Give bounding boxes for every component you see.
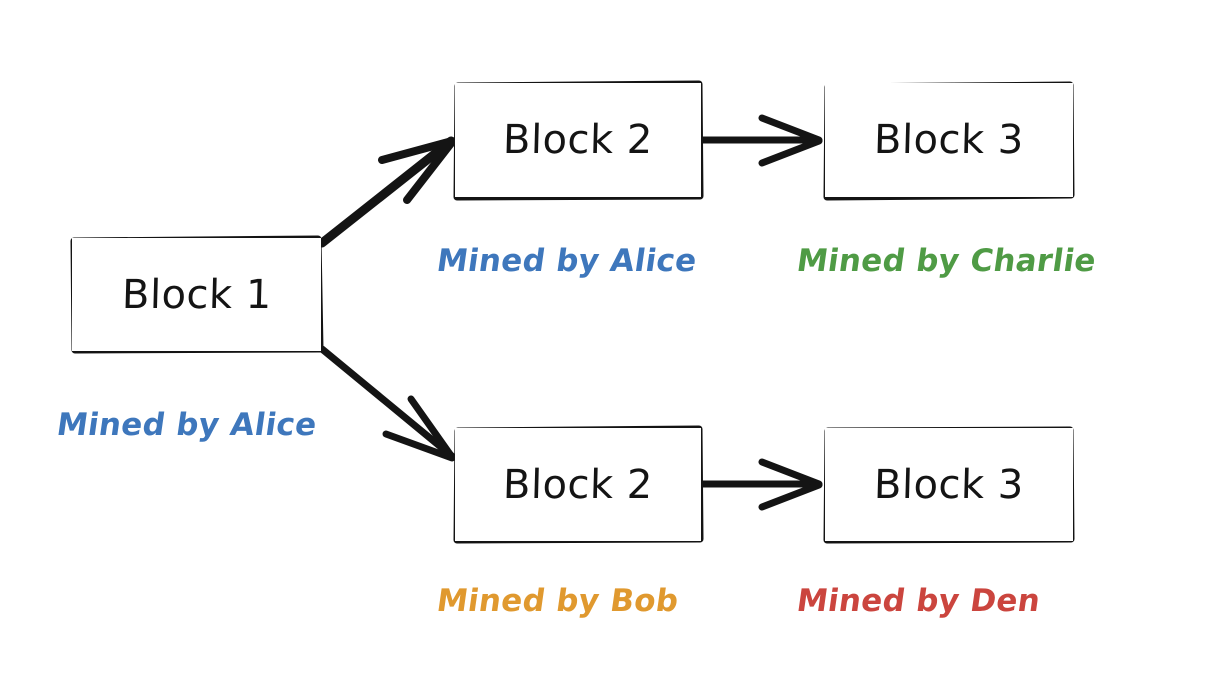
block1-label: Block 1 <box>120 271 273 318</box>
arrow-top-chain-head-upper <box>758 114 823 144</box>
block-node-block3-top[interactable]: Block 3 <box>825 83 1073 197</box>
miner-label-block2-top: Mined by Alice <box>434 243 700 279</box>
arrow-top-chain-head-lower <box>758 137 823 167</box>
arrow-fork-up-head-lower <box>403 138 456 204</box>
arrow-fork-up-head-upper <box>378 137 456 164</box>
arrow-fork-down-head-upper <box>407 395 456 461</box>
block-node-block3-bottom[interactable]: Block 3 <box>825 428 1073 541</box>
block2-bottom-label: Block 2 <box>502 461 654 508</box>
block-node-block2-bottom[interactable]: Block 2 <box>455 428 701 541</box>
arrow-bottom-chain-head-lower <box>758 481 823 511</box>
miner-label-block2-bottom: Mined by Bob <box>434 583 681 619</box>
block3-bottom-label: Block 3 <box>873 461 1025 508</box>
miner-label-block3-top: Mined by Charlie <box>794 243 1099 279</box>
block2-top-label: Block 2 <box>502 117 654 163</box>
arrow-fork-down-shaft <box>318 345 457 461</box>
arrow-fork-up-shaft <box>317 136 456 248</box>
arrow-bottom-chain-head-upper <box>758 458 823 488</box>
miner-label-block3-bottom: Mined by Den <box>794 583 1043 619</box>
block3-top-label: Block 3 <box>873 117 1025 163</box>
block-node-block2-top[interactable]: Block 2 <box>455 83 701 197</box>
arrow-fork-down-head-lower <box>382 430 456 462</box>
block-node-block1[interactable]: Block 1 <box>72 238 321 351</box>
miner-label-block1: Mined by Alice <box>54 407 320 443</box>
